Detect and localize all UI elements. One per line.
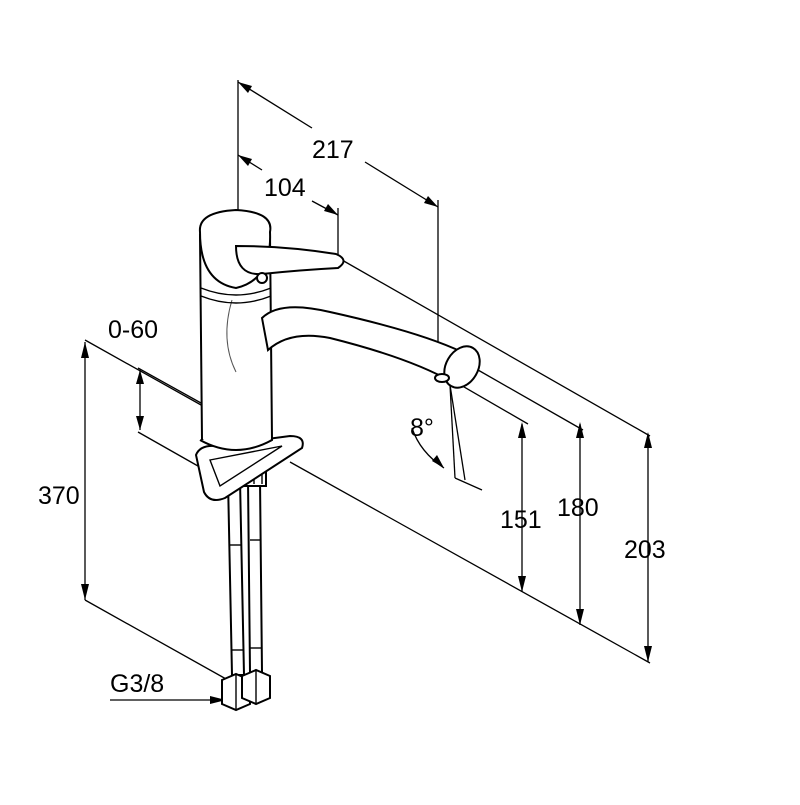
fixing-plate-inner	[209, 445, 283, 488]
label-180: 180	[557, 494, 599, 522]
ext-line-203-top	[341, 259, 651, 437]
arrow-151-bottom	[518, 576, 526, 592]
ext-line-151-top	[451, 379, 529, 425]
ext-line-base	[289, 461, 651, 664]
ext-line-370-top	[84, 339, 211, 411]
ext-line-370-bottom	[84, 599, 236, 685]
angle-line-vertical	[449, 384, 456, 479]
dimension-labels: 217 104 0-60 370 G3/8 8° 151 180 203	[38, 136, 666, 698]
hose-right	[246, 479, 264, 673]
lever-screw	[256, 272, 268, 284]
label-151: 151	[500, 506, 542, 534]
aerator	[434, 373, 450, 383]
column-shade	[226, 299, 237, 373]
arrow-180-bottom	[576, 609, 584, 625]
dim-line-217-a	[237, 81, 313, 129]
label-g38: G3/8	[110, 670, 164, 698]
arrow-217-left	[238, 82, 252, 93]
arrow-g38	[210, 696, 226, 704]
arrow-370-bottom	[81, 584, 89, 600]
arrow-370-top	[81, 342, 89, 358]
arrow-104-right	[324, 204, 338, 215]
label-0-60: 0-60	[108, 316, 158, 344]
ext-line-060-bottom	[137, 431, 206, 471]
spout-outlet	[443, 345, 481, 389]
label-217: 217	[312, 136, 354, 164]
hose-left	[226, 479, 246, 676]
label-angle: 8°	[410, 414, 434, 442]
arrow-060-bottom	[136, 416, 144, 430]
arrow-203-top	[644, 432, 652, 448]
dimension-lines	[81, 80, 652, 704]
spout	[260, 306, 464, 384]
angle-ext-line	[454, 477, 483, 491]
arrow-angle	[432, 455, 444, 468]
label-104: 104	[264, 174, 306, 202]
dim-line-217-b	[364, 161, 439, 208]
arrow-151-top	[518, 422, 526, 438]
ext-line-180-top	[477, 369, 584, 431]
arrow-180-top	[576, 422, 584, 438]
angle-line-tilted	[449, 384, 466, 481]
label-370: 370	[38, 482, 80, 510]
arrow-060-top	[136, 370, 144, 384]
lever-handle	[234, 244, 345, 276]
column-ring-1	[200, 287, 272, 296]
arrow-104-left	[238, 155, 252, 166]
column-base-curve	[199, 439, 273, 451]
ext-line-060-top	[137, 367, 211, 409]
arrow-203-bottom	[644, 646, 652, 662]
faucet-body	[194, 208, 481, 712]
column-ring-2	[200, 295, 272, 304]
label-203: 203	[624, 536, 666, 564]
arrow-217-right	[424, 196, 438, 207]
